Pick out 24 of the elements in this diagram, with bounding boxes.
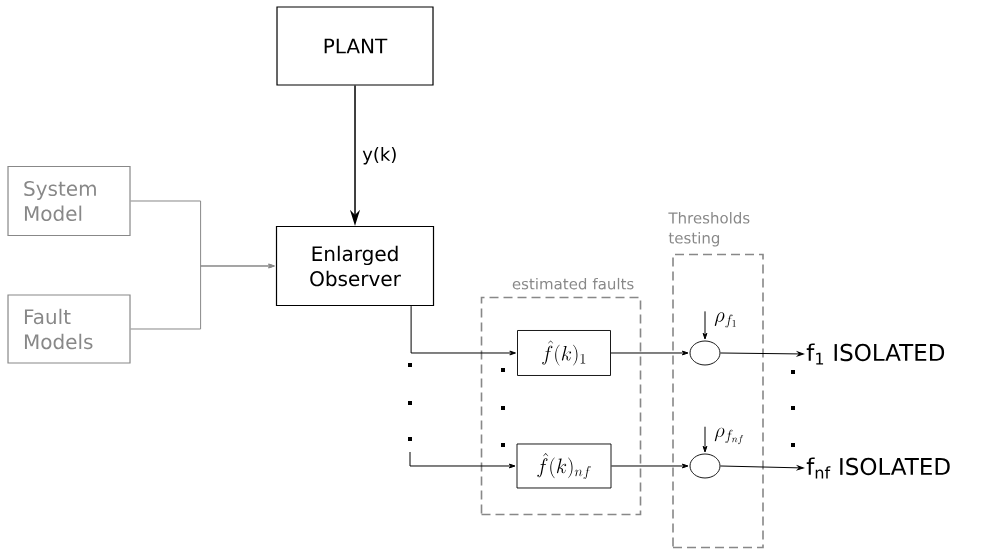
arrow [702, 426, 708, 453]
output-label: f$_{nf}$ ISOLATED [806, 457, 950, 479]
model-box: System Model [7, 165, 131, 237]
node-label: Thresholds testing [668, 211, 750, 247]
estimate-box: $\hat{f}(k)_1$ [517, 330, 611, 376]
arrow [410, 305, 516, 356]
comparator-circle [689, 340, 721, 366]
model-box: Fault Models [7, 294, 131, 364]
arrow [719, 351, 804, 357]
comparator-circle [689, 453, 721, 479]
arrow [719, 465, 804, 471]
threshold-label: $\rho_{f_1}$ [714, 312, 736, 328]
edge-label: y(k) [362, 147, 396, 165]
arrow [130, 263, 275, 330]
arrow [409, 451, 516, 469]
node-label: estimated faults [512, 277, 634, 290]
output-label: f$_{1}$ ISOLATED [806, 343, 945, 365]
arrow [610, 350, 689, 356]
arrow [610, 463, 689, 469]
threshold-label: $\rho_{f_{nf}}$ [714, 427, 744, 445]
arrow [702, 310, 708, 340]
process-box: PLANT [276, 6, 434, 86]
estimate-box: $\hat{f}(k)_{nf}$ [516, 443, 612, 489]
process-box: Enlarged Observer [275, 225, 435, 307]
